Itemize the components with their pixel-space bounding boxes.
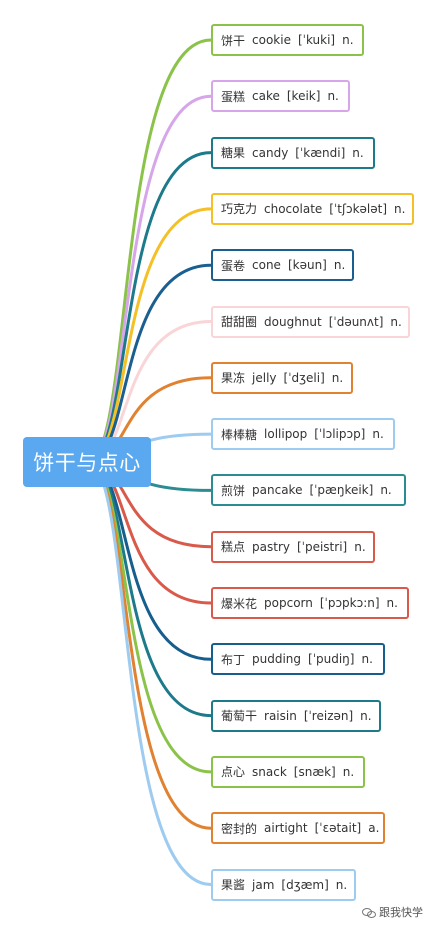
topic-ipa: [dʒæm] (281, 877, 329, 892)
topic-en: airtight (264, 821, 308, 836)
topic-zh: 点心 (221, 765, 246, 780)
topic-zh: 糕点 (221, 540, 246, 555)
topic-zh: 葡萄干 (221, 709, 258, 724)
topic-pos: n. (333, 258, 346, 273)
topic-zh: 果酱 (221, 878, 246, 892)
topic-chocolate[interactable]: 巧克力 chocolate [ˈtʃɔkələt] n. (211, 192, 414, 225)
topic-ipa: [ˈpudiŋ] (308, 652, 355, 667)
connector-cake (86, 94, 213, 464)
topic-snack[interactable]: 点心 snack [snæk] n. (211, 755, 365, 788)
topic-ipa: [keik] (286, 89, 321, 104)
topic-en: lollipop (264, 427, 308, 442)
topic-zh: 甜甜圈 (221, 315, 258, 329)
topic-pos: n. (354, 539, 366, 554)
topic-pos: n. (331, 370, 344, 385)
topic-zh: 爆米花 (221, 596, 258, 611)
topic-en: snack (252, 764, 287, 779)
topic-pos: n. (327, 89, 339, 104)
topic-doughnut[interactable]: 甜甜圈 doughnut [ˈdəunʌt] n. (211, 305, 410, 338)
watermark: 跟我快学 (362, 904, 423, 920)
topic-cone[interactable]: 蛋卷 cone [kəun] n. (211, 249, 354, 282)
topic-en: cookie (252, 33, 291, 47)
topic-en: raisin (264, 708, 297, 723)
topic-zh: 果冻 (221, 371, 246, 386)
topic-pos: n. (372, 427, 384, 442)
topic-en: popcorn (264, 596, 313, 610)
topic-en: cone (252, 258, 281, 273)
topic-ipa: [kəun] (287, 258, 327, 273)
connector-candy (86, 151, 213, 464)
topic-pancake[interactable]: 煎饼 pancake [ˈpæŋkeik] n. (211, 474, 406, 507)
topic-pos: n. (352, 145, 364, 160)
topic-pos: n. (390, 314, 402, 329)
topic-ipa: [ˈpɔpkɔ:n] (319, 596, 380, 610)
topic-ipa: [ˈpeistri] (296, 539, 348, 554)
topic-pos: n. (380, 483, 392, 498)
topic-airtight[interactable]: 密封的 airtight [ˈɛətait] a. (211, 812, 385, 845)
topic-en: pudding (252, 652, 302, 667)
topic-ipa: [ˈɛətait] (314, 821, 362, 836)
topic-cake[interactable]: 蛋糕 cake [keik] n. (211, 80, 350, 113)
topic-ipa: [ˈdəunʌt] (328, 314, 384, 329)
topic-ipa: [ˈlɔlipɔp] (314, 427, 366, 442)
topic-candy[interactable]: 糖果 candy [ˈkændi] n. (211, 136, 375, 169)
topic-pos: n. (394, 201, 406, 216)
topic-pos: n. (361, 652, 373, 667)
topic-zh: 棒棒糖 (221, 427, 258, 442)
topic-en: candy (252, 145, 289, 160)
topic-zh: 巧克力 (221, 202, 258, 217)
topic-zh: 糖果 (221, 146, 246, 161)
topic-ipa: [ˈdʒeli] (283, 370, 325, 385)
topic-pos: a. (368, 821, 380, 836)
topic-ipa: [snæk] (293, 764, 336, 779)
topic-zh: 煎饼 (221, 483, 246, 498)
topic-pos: n. (342, 33, 354, 47)
topic-en: jelly (252, 370, 277, 385)
topic-cookie[interactable]: 饼干 cookie [ˈkuki] n. (211, 24, 364, 56)
topic-zh: 蛋糕 (221, 89, 246, 104)
topic-pudding[interactable]: 布丁 pudding [ˈpudiŋ] n. (211, 643, 385, 676)
topic-pastry[interactable]: 糕点 pastry [ˈpeistri] n. (211, 530, 375, 563)
root-topic[interactable]: 饼干与点心 (23, 437, 151, 487)
topic-en: pastry (252, 539, 290, 554)
connector-airtight (86, 460, 213, 830)
topic-en: pancake (252, 483, 303, 498)
topic-pos: n. (335, 877, 348, 892)
topic-pos: n. (342, 764, 355, 779)
topic-ipa: [ˈtʃɔkələt] (329, 201, 388, 216)
topic-zh: 布丁 (221, 652, 246, 667)
topic-zh: 密封的 (221, 821, 258, 836)
topic-popcorn[interactable]: 爆米花 popcorn [ˈpɔpkɔ:n] n. (211, 587, 409, 619)
topic-pos: n. (360, 708, 372, 723)
topic-raisin[interactable]: 葡萄干 raisin [ˈreizən] n. (211, 699, 381, 732)
topic-pos: n. (386, 596, 398, 610)
topic-en: doughnut (264, 314, 322, 329)
topic-en: cake (252, 89, 280, 104)
topic-ipa: [ˈreizən] (303, 708, 354, 723)
topic-en: chocolate (264, 201, 323, 216)
topic-zh: 蛋卷 (221, 258, 246, 273)
topic-zh: 饼干 (221, 33, 246, 48)
watermark-text: 跟我快学 (379, 906, 423, 919)
topic-ipa: [ˈkuki] (297, 33, 336, 47)
topic-jelly[interactable]: 果冻 jelly [ˈdʒeli] n. (211, 361, 353, 394)
topic-ipa: [ˈkændi] (295, 145, 346, 160)
wechat-icon (362, 907, 376, 918)
topic-jam[interactable]: 果酱 jam [dʒæm] n. (211, 868, 356, 901)
topic-en: jam (252, 877, 275, 892)
topic-lollipop[interactable]: 棒棒糖 lollipop [ˈlɔlipɔp] n. (211, 418, 395, 451)
topic-ipa: [ˈpæŋkeik] (309, 483, 374, 498)
